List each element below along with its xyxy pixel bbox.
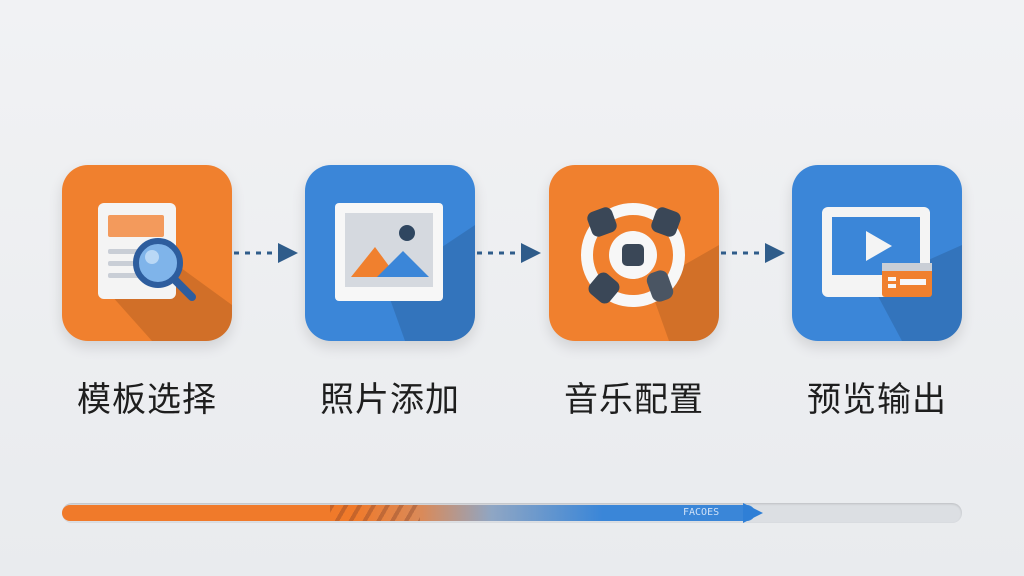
step-music-config[interactable]	[549, 165, 719, 341]
dashed-arrow-icon	[234, 243, 298, 263]
step-label: 预览输出	[807, 380, 947, 420]
template-search-icon	[98, 203, 232, 341]
step-template-select[interactable]	[62, 165, 232, 341]
dashed-arrow-icon	[721, 243, 785, 263]
progress-hatch	[330, 505, 420, 521]
progress-arrow-icon	[743, 503, 763, 523]
image-icon	[335, 203, 475, 341]
step-photo-add[interactable]	[305, 165, 475, 341]
step-label: 模板选择	[77, 380, 217, 420]
step-preview-output[interactable]	[792, 165, 962, 341]
progress-fill	[62, 505, 755, 521]
step-label: 照片添加	[320, 380, 460, 420]
progress-bar: FACOES	[62, 503, 962, 523]
dashed-arrow-icon	[477, 243, 541, 263]
music-dial-icon	[581, 203, 719, 341]
video-preview-icon	[822, 207, 962, 341]
progress-text: FACOES	[683, 507, 720, 518]
step-label: 音乐配置	[564, 380, 704, 420]
